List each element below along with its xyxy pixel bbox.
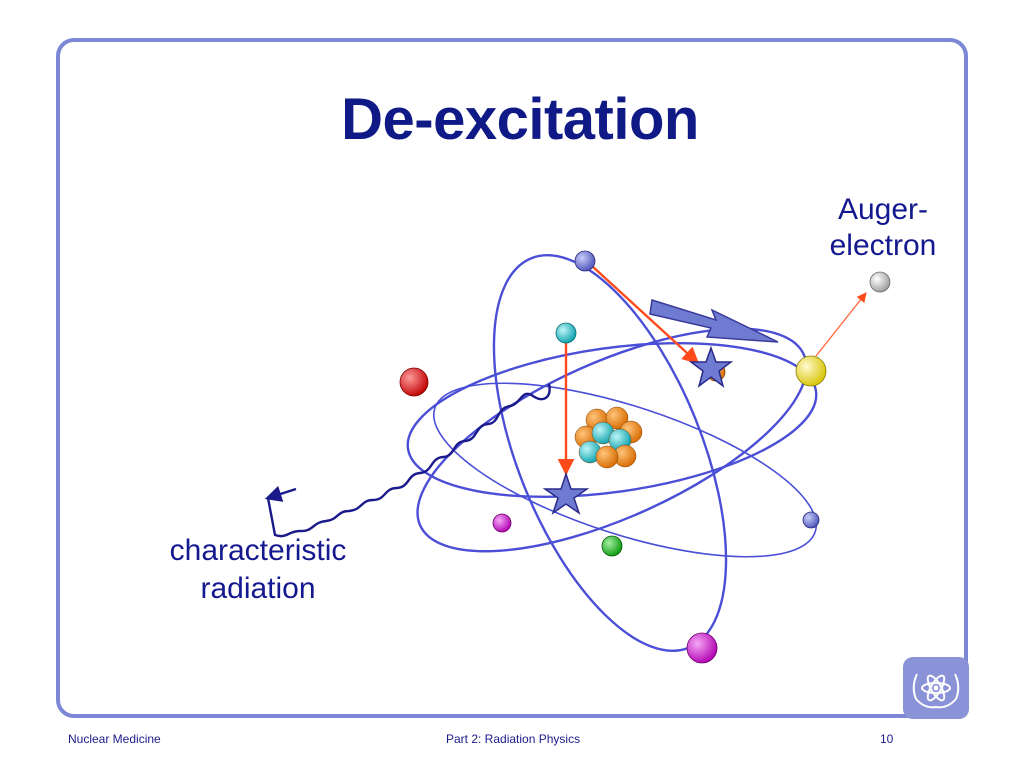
ejected-auger-electron [869,271,891,293]
electron-cyan [555,322,577,344]
footer-page-number: 10 [880,732,894,746]
atom-icon [912,673,960,709]
orbit-3 [416,327,808,553]
electron-green [601,535,623,557]
atom-olive-wreath-logo [903,657,969,719]
orbit-4 [432,382,818,558]
auger-label-line1: Auger- [837,193,929,226]
electron-big-magenta [686,632,718,664]
electron-red [399,367,429,397]
auger-emission-arrow [815,292,867,357]
electron-small-magenta [492,513,512,533]
footer-course: Nuclear Medicine [68,732,161,746]
transition-arrow-upper [591,265,700,365]
electron-yellow-auger [795,355,827,387]
vacancy-star-lower [542,471,590,515]
photon-arrowhead [264,485,297,502]
orbit-2 [406,341,818,499]
characteristic-photon-wave [266,383,551,538]
auger-electron-label: Auger- electron [808,192,958,264]
nucleus [574,406,643,469]
slide-title: De-excitation [341,87,699,152]
auger-label-line2: electron [829,229,937,262]
energy-transfer-arrow [649,299,779,343]
characteristic-radiation-label: characteristic radiation [140,532,376,608]
electron-top [574,250,596,272]
electrons [399,250,891,664]
characteristic-label-line2: radiation [200,572,316,605]
vacancy-star-upper [688,345,734,388]
electron-right-blue [802,511,820,529]
characteristic-label-line1: characteristic [169,534,347,567]
footer-part: Part 2: Radiation Physics [446,732,581,746]
